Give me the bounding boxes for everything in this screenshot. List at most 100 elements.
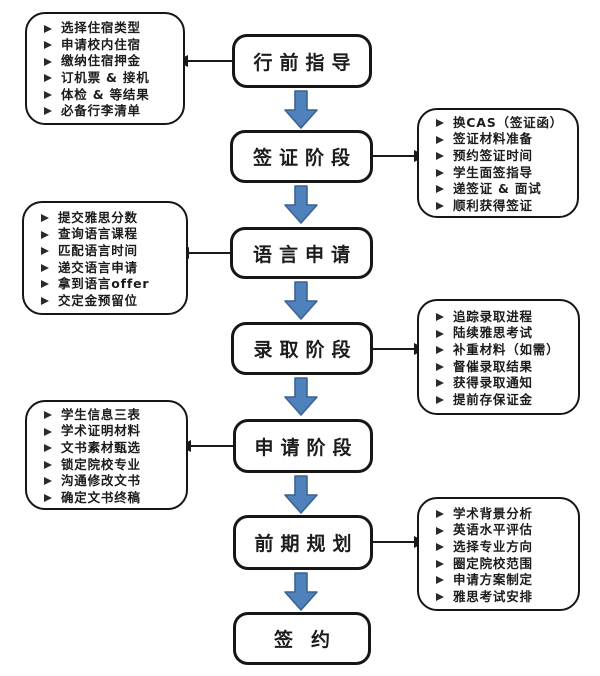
bullet-arrow-icon: [44, 493, 52, 502]
bullet-arrow-icon: [436, 362, 444, 371]
bullet-arrow-icon: [436, 543, 444, 552]
list-item: 必备行李清单: [35, 103, 179, 120]
stage-label: 行前指导: [253, 51, 358, 74]
list-item-text: 学术背景分析: [453, 505, 533, 521]
list-item-text: 选择专业方向: [453, 538, 533, 554]
list-item: 追踪录取进程: [427, 309, 574, 326]
stage-label: 语言申请: [252, 243, 357, 266]
stage-admission-phase: 录取阶段: [231, 322, 373, 375]
list-item-text: 学术证明材料: [61, 423, 141, 439]
connector-arrow-right: [373, 536, 426, 548]
bullet-arrow-icon: [44, 460, 52, 469]
stage-label: 申请阶段: [254, 436, 359, 459]
panel-planning-steps: 学术背景分析 英语水平评估 选择专业方向 圈定院校范围 申请方案制定 雅思考试安…: [417, 497, 580, 611]
bullet-arrow-icon: [41, 247, 49, 256]
bullet-arrow-icon: [44, 411, 52, 420]
list-item: 选择住宿类型: [35, 20, 179, 37]
bullet-arrow-icon: [436, 185, 444, 194]
bullet-arrow-icon: [436, 346, 444, 355]
list-item-text: 交定金预留位: [58, 292, 138, 308]
bullet-arrow-icon: [436, 576, 444, 585]
list-item-text: 拿到语言offer: [58, 276, 150, 292]
list-item: 学生面签指导: [427, 165, 573, 182]
connector-arrow-left: [176, 55, 232, 67]
connector-arrow-right: [373, 343, 426, 355]
list-item: 预约签证时间: [427, 148, 573, 165]
list-item: 陆续雅思考试: [427, 325, 574, 342]
connector-arrow-right: [373, 150, 426, 162]
list-item-text: 选择住宿类型: [61, 20, 141, 36]
stage-contract-signing: 签约: [233, 612, 371, 665]
flow-down-arrow: [283, 185, 319, 225]
list-item-text: 预约签证时间: [453, 147, 533, 163]
list-item-text: 督催录取结果: [453, 358, 533, 374]
list-item: 提交雅思分数: [32, 210, 182, 227]
bullet-arrow-icon: [436, 313, 444, 322]
list-item: 英语水平评估: [427, 522, 574, 539]
bullet-arrow-icon: [44, 427, 52, 436]
flow-down-arrow: [283, 475, 319, 515]
list-item-text: 沟通修改文书: [61, 473, 141, 489]
list-item-text: 递签证 & 面试: [453, 181, 542, 197]
list-item-text: 补重材料（如需）: [453, 341, 560, 357]
panel-pre-departure-checklist: 选择住宿类型 申请校内住宿 缴纳住宿押金 订机票 & 接机 体检 & 等结果 必…: [25, 12, 185, 125]
bullet-arrow-icon: [44, 444, 52, 453]
list-item-text: 确定文书终稿: [61, 489, 141, 505]
list-item-text: 锁定院校专业: [61, 456, 141, 472]
stage-label: 录取阶段: [253, 339, 358, 361]
list-item: 学术背景分析: [427, 506, 574, 523]
connector-arrow-left: [177, 247, 230, 259]
list-item-text: 订机票 & 接机: [61, 70, 150, 85]
bullet-arrow-icon: [44, 107, 52, 116]
bullet-arrow-icon: [436, 135, 444, 144]
list-item: 提前存保证金: [427, 392, 574, 409]
bullet-arrow-icon: [44, 24, 52, 33]
list-item: 补重材料（如需）: [427, 342, 574, 359]
bullet-arrow-icon: [436, 201, 444, 210]
connector-arrow-left: [179, 440, 233, 452]
list-item-text: 缴纳住宿押金: [61, 53, 141, 69]
list-item: 顺利获得签证: [427, 198, 573, 215]
list-item: 换CAS（签证函）: [427, 115, 573, 132]
stage-application-phase: 申请阶段: [233, 419, 373, 473]
stage-label: 签证阶段: [252, 147, 357, 169]
list-item: 缴纳住宿押金: [35, 53, 179, 70]
list-item: 雅思考试安排: [427, 589, 574, 606]
bullet-arrow-icon: [436, 329, 444, 338]
bullet-arrow-icon: [41, 214, 49, 223]
stage-pre-departure-guidance: 行前指导: [232, 34, 372, 88]
bullet-arrow-icon: [436, 526, 444, 535]
bullet-arrow-icon: [436, 119, 444, 128]
stage-language-application: 语言申请: [230, 227, 373, 279]
stage-label: 签约: [273, 629, 348, 651]
list-item-text: 体检 & 等结果: [61, 86, 150, 102]
list-item: 递交语言申请: [32, 260, 182, 277]
list-item-text: 雅思考试安排: [453, 588, 533, 604]
list-item-text: 学生信息三表: [61, 406, 141, 422]
list-item: 拿到语言offer: [32, 276, 182, 293]
list-item-text: 换CAS（签证函）: [453, 114, 564, 130]
flow-down-arrow: [283, 90, 319, 130]
list-item: 学生信息三表: [35, 407, 182, 424]
list-item: 交定金预留位: [32, 293, 182, 310]
list-item: 签证材料准备: [427, 131, 573, 148]
list-item: 锁定院校专业: [35, 457, 182, 474]
list-item-text: 陆续雅思考试: [453, 325, 533, 341]
list-item-text: 申请方案制定: [453, 572, 533, 588]
bullet-arrow-icon: [44, 477, 52, 486]
panel-admission-steps: 追踪录取进程 陆续雅思考试 补重材料（如需） 督催录取结果 获得录取通知 提前存…: [417, 299, 580, 415]
list-item-text: 查询语言课程: [58, 226, 138, 242]
list-item-text: 学生面签指导: [453, 164, 533, 180]
list-item: 沟通修改文书: [35, 473, 182, 490]
bullet-arrow-icon: [436, 152, 444, 161]
list-item: 查询语言课程: [32, 226, 182, 243]
bullet-arrow-icon: [436, 510, 444, 519]
bullet-arrow-icon: [436, 168, 444, 177]
bullet-arrow-icon: [41, 230, 49, 239]
list-item-text: 追踪录取进程: [453, 308, 533, 324]
list-item: 选择专业方向: [427, 539, 574, 556]
list-item: 递签证 & 面试: [427, 181, 573, 198]
list-item-text: 提交雅思分数: [58, 209, 138, 225]
list-item: 申请方案制定: [427, 572, 574, 589]
